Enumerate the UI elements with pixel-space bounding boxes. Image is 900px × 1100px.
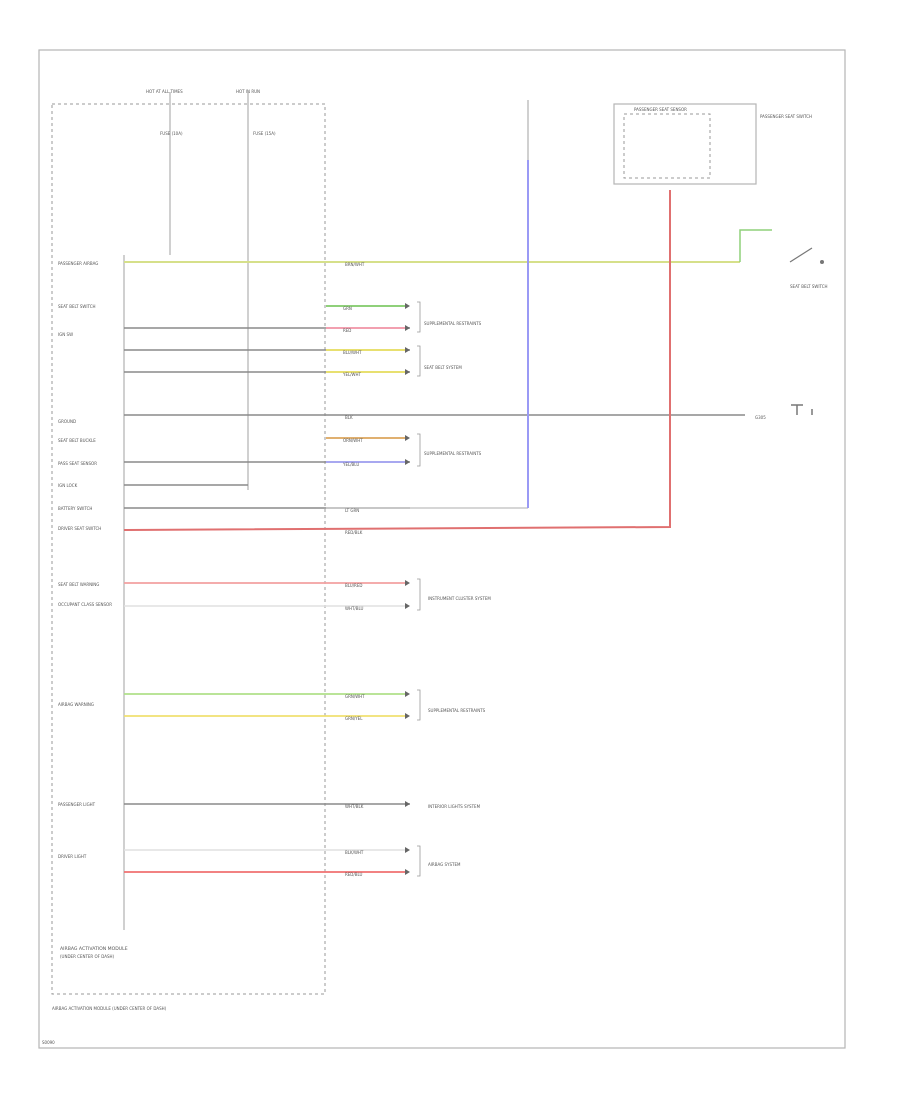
wire-label: BLK [345,415,353,420]
wire-label: GRN [343,306,352,311]
top-right-label: PASSENGER SEAT SWITCH [760,114,812,119]
group-label: SUPPLEMENTAL RESTRAINTS [424,451,482,456]
wire-label: WHT/BLK [345,804,364,809]
pin-label: OCCUPANT CLASS SENSOR [58,602,112,607]
pin-label: PASSENGER AIRBAG [58,261,98,266]
module-sublabel: (UNDER CENTER OF DASH) [60,954,114,959]
module-box [51,103,326,995]
note-right: FUSE (15A) [253,131,276,136]
wire-group-g4: BLU/RED WHT/BLU INSTRUMENT CLUSTER SYSTE… [124,582,491,611]
group-label: SUPPLEMENTAL RESTRAINTS [428,708,486,713]
pin-label: PASSENGER LIGHT [58,802,96,807]
pin-label: SEAT BELT SWITCH [58,304,96,309]
outer-frame [38,49,846,1049]
passenger-seat-sensor-box [613,103,757,185]
left-pin-labels: PASSENGER AIRBAG SEAT BELT SWITCH IGN SW… [58,261,112,859]
group-label: SEAT BELT SYSTEM [424,365,462,370]
wire-label: GRN/WHT [345,694,365,699]
pin-label: PASS SEAT SENSOR [58,461,97,466]
group-label: AIRBAG SYSTEM [428,862,461,867]
footnote: S0090 [42,1040,55,1045]
pin-label: SEAT BELT WARNING [58,582,99,587]
wire-group-g2: BLU/WHT YEL/WHT SEAT BELT SYSTEM [326,349,462,377]
wire-group-g3: ORN/WHT YEL/BLU SUPPLEMENTAL RESTRAINTS [326,437,482,467]
wire-label: WHT/BLU [345,606,364,611]
wire-label: LT GRN [345,508,359,513]
wire-label: RED/BLK [345,530,363,535]
wire-label: BLU/RED [345,583,362,588]
note-left: FUSE (10A) [160,131,183,136]
pin-label: SEAT BELT BUCKLE [58,438,96,443]
pin-label: DRIVER LIGHT [58,854,87,859]
switch-icon [789,247,824,264]
wire-label: BRN/WHT [345,262,365,267]
pin-label: GROUND [58,419,76,424]
wire-label: BLU/WHT [343,350,362,355]
wire-label: RED/BLU [345,872,363,877]
wire-red-blk [123,190,671,531]
pin-label: IGN SW [58,332,73,337]
bottom-label: AIRBAG ACTIVATION MODULE (UNDER CENTER O… [52,1006,167,1011]
connector-arrows [405,303,410,875]
module-label: AIRBAG ACTIVATION MODULE [60,946,128,952]
pin-label: IGN LOCK [58,483,78,488]
group-brackets [417,301,421,877]
wire-group-g5: GRN/WHT GRN/YEL SUPPLEMENTAL RESTRAINTS [124,693,486,721]
module-internal-lines [124,327,745,805]
pin-label: BATTERY SWITCH [58,506,92,511]
group-label: INTERIOR LIGHTS SYSTEM [428,804,481,809]
wire-right-green [739,229,772,262]
wire-label: YEL/WHT [342,372,362,377]
wire-label: ORN/WHT [343,438,363,443]
wire-group-g6: WHT/BLK INTERIOR LIGHTS SYSTEM [345,804,481,809]
wire-label: GRN/YEL [345,716,363,721]
right-switch-label: SEAT BELT SWITCH [790,284,828,289]
group-label: INSTRUMENT CLUSTER SYSTEM [428,596,491,601]
fuse-right-label: HOT IN RUN [236,89,260,94]
pin-label: DRIVER SEAT SWITCH [58,526,101,531]
pin-label: AIRBAG WARNING [58,702,94,707]
wire-label: YEL/BLU [342,462,359,467]
ground-icon [791,404,813,415]
wire-group-g1: GRN RED SUPPLEMENTAL RESTRAINTS [326,305,482,333]
wire-group-g7: BLK/WHT RED/BLU AIRBAG SYSTEM [124,849,461,877]
wire-label: RED [343,328,351,333]
wire-label: BLK/WHT [345,850,364,855]
top-right-box-label: PASSENGER SEAT SENSOR [634,107,687,112]
fuse-left-label: HOT AT ALL TIMES [146,89,183,94]
ground-label: G305 [755,415,766,420]
group-label: SUPPLEMENTAL RESTRAINTS [424,321,482,326]
